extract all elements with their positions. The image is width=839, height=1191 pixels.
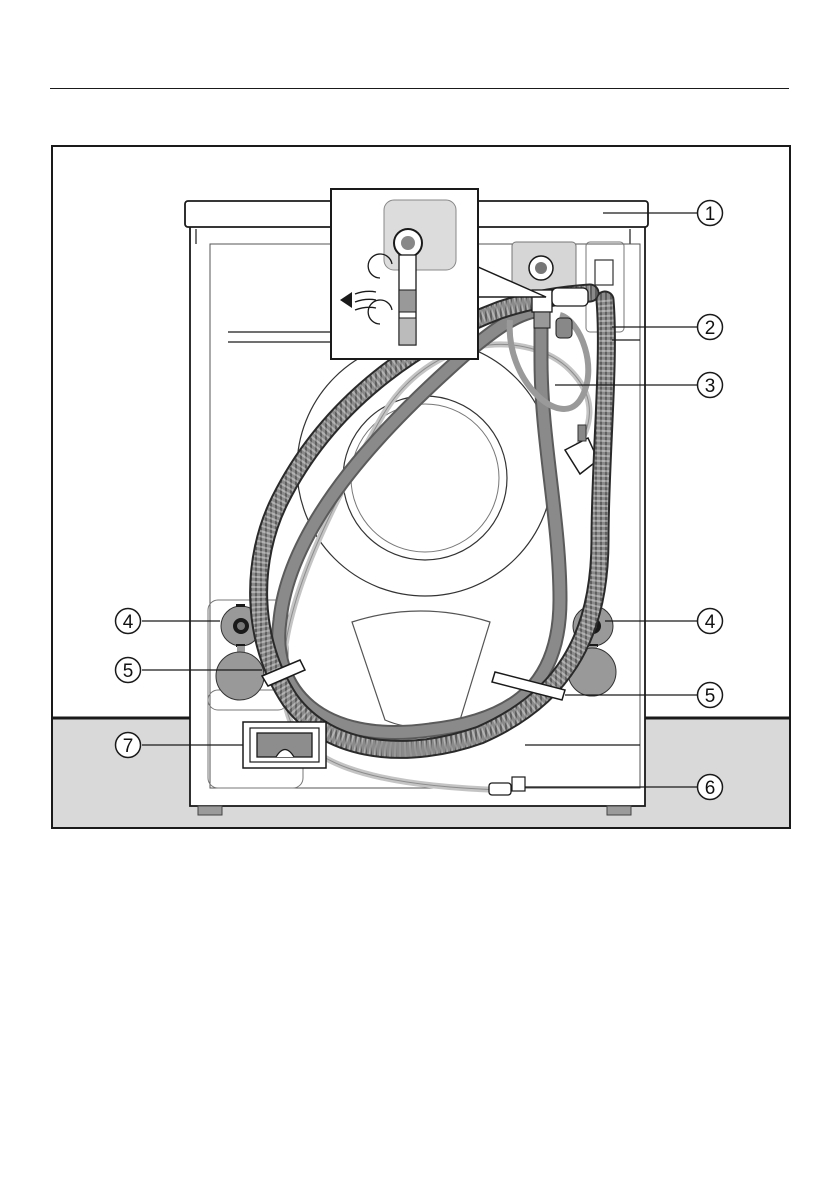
svg-text:2: 2: [705, 318, 716, 339]
svg-text:3: 3: [705, 376, 716, 397]
foot-left: [198, 806, 222, 815]
callout-7: 7: [116, 733, 141, 758]
callout-5-left: 5: [116, 658, 141, 683]
svg-text:1: 1: [705, 204, 716, 225]
svg-text:7: 7: [123, 736, 134, 757]
callout-1: 1: [698, 201, 723, 226]
svg-text:5: 5: [123, 661, 134, 682]
svg-text:4: 4: [123, 612, 134, 633]
callout-3: 3: [698, 373, 723, 398]
callout-6: 6: [698, 775, 723, 800]
service-label-panel: [243, 722, 326, 768]
callout-5-right: 5: [698, 683, 723, 708]
callout-2: 2: [698, 315, 723, 340]
callout-4-right: 4: [698, 609, 723, 634]
foot-right: [607, 806, 631, 815]
svg-text:4: 4: [705, 612, 716, 633]
callout-4-left: 4: [116, 609, 141, 634]
svg-text:6: 6: [705, 778, 716, 799]
svg-text:5: 5: [705, 686, 716, 707]
